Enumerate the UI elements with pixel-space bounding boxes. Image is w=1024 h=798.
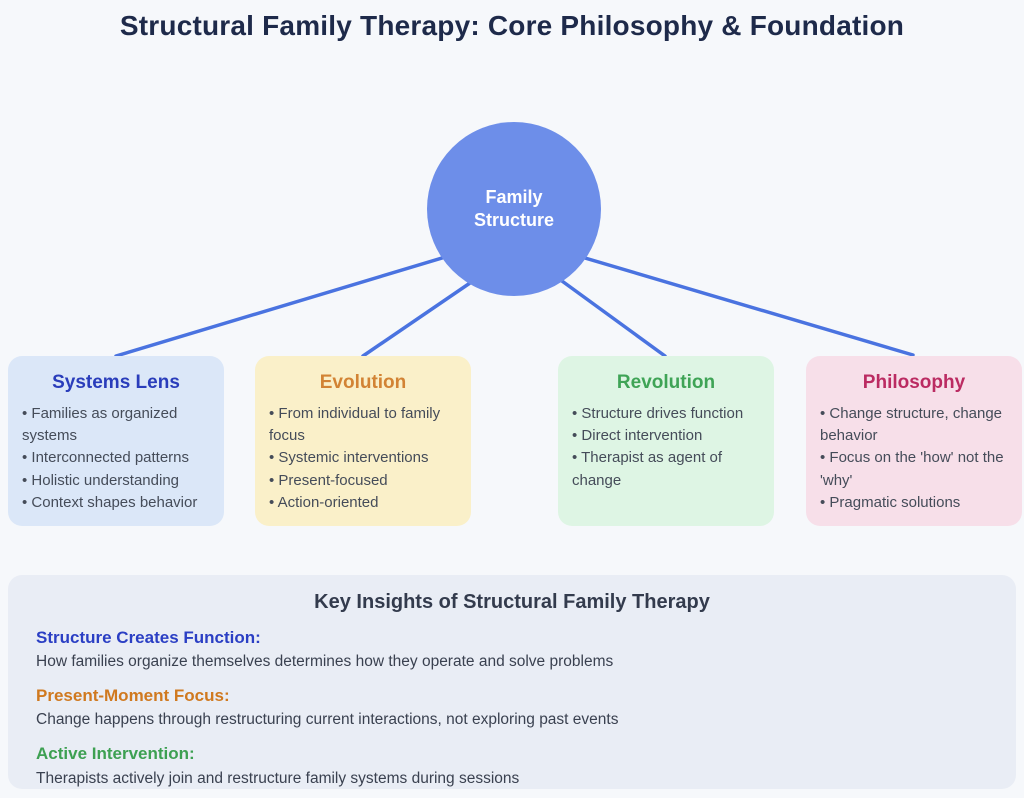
revolution-box: Revolution • Structure drives function •… — [558, 356, 774, 526]
bullet-item: • Context shapes behavior — [22, 493, 198, 511]
bullet-item: • Direct intervention — [572, 427, 703, 445]
bullet-item: • Structure drives function — [572, 405, 744, 422]
bullet-item: • Pragmatic solutions — [820, 493, 961, 511]
insight-text: Therapists actively join and restructure… — [36, 769, 520, 787]
insight-active-intervention: Active Intervention: Therapists actively… — [36, 743, 988, 788]
bullet-item: • Systemic interventions — [269, 449, 429, 467]
philosophy-bullets: • Change structure, change behavior • Fo… — [820, 403, 1008, 514]
connector-line-philosophy — [566, 251, 915, 357]
bullet-item: • Interconnected patterns — [22, 449, 190, 467]
bullet-item: • Holistic understanding — [22, 471, 180, 489]
insight-label: Structure Creates Function: — [36, 628, 261, 647]
key-insights-panel: Key Insights of Structural Family Therap… — [8, 575, 1016, 789]
bullet-item: • Focus on the 'how' not the 'why' — [820, 449, 1004, 489]
family-structure-node: Family Structure — [427, 122, 601, 296]
evolution-bullets: • From individual to family focus • Syst… — [269, 403, 457, 514]
systems-lens-bullets: • Families as organized systems • Interc… — [22, 403, 210, 514]
bullet-item: • From individual to family focus — [269, 405, 441, 445]
revolution-title: Revolution — [616, 372, 716, 393]
evolution-title: Evolution — [319, 372, 407, 393]
insight-label: Active Intervention: — [36, 744, 195, 764]
philosophy-box: Philosophy • Change structure, change be… — [806, 356, 1022, 526]
philosophy-title: Philosophy — [862, 372, 966, 393]
insight-text: How families organize themselves determi… — [36, 653, 614, 671]
page-title: Structural Family Therapy: Core Philosop… — [119, 10, 905, 41]
systems-lens-box: Systems Lens • Families as organized sys… — [8, 356, 224, 526]
insight-text: Change happens through restructuring cur… — [36, 711, 619, 729]
connector-line-systems-lens — [114, 250, 464, 358]
bullet-item: • Action-oriented — [269, 493, 379, 511]
bullet-item: • Present-focused — [269, 471, 388, 489]
key-insights-heading: Key Insights of Structural Family Therap… — [314, 591, 710, 613]
bullet-item: • Therapist as agent of change — [572, 449, 723, 489]
revolution-bullets: • Structure drives function • Direct int… — [572, 403, 760, 492]
evolution-box: Evolution • From individual to family fo… — [255, 356, 471, 526]
bullet-item: • Change structure, change behavior — [820, 405, 1003, 445]
systems-lens-title: Systems Lens — [52, 372, 180, 393]
insight-label: Present-Moment Focus: — [36, 686, 230, 706]
bullet-item: • Families as organized systems — [22, 405, 178, 445]
insight-present-moment-focus: Present-Moment Focus: Change happens thr… — [36, 685, 988, 730]
insight-structure-creates-function: Structure Creates Function: How families… — [36, 627, 988, 672]
family-structure-label: Family Structure — [473, 186, 554, 230]
